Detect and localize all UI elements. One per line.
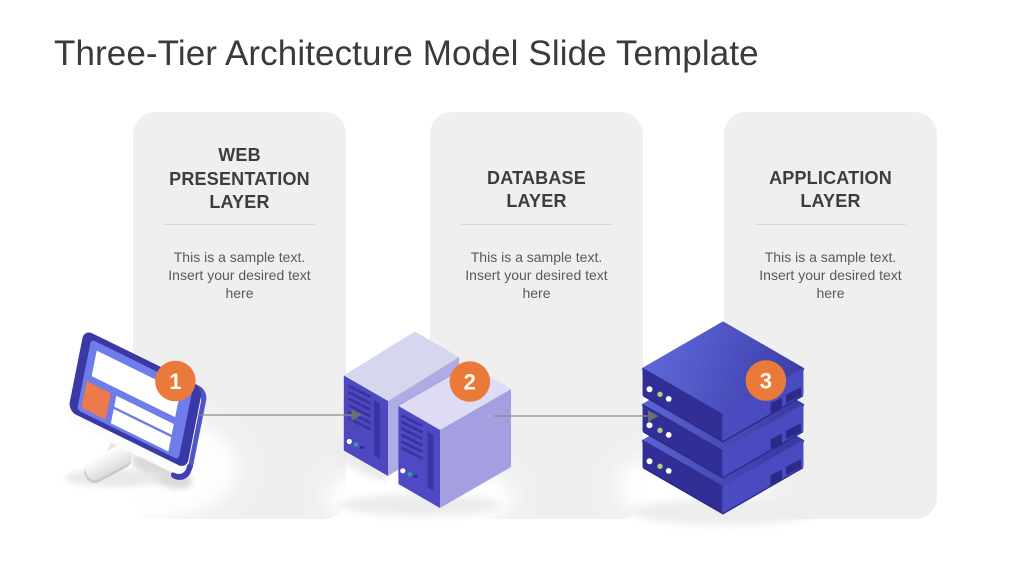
svg-text:3: 3 bbox=[760, 368, 772, 393]
svg-text:1: 1 bbox=[169, 369, 181, 394]
svg-text:2: 2 bbox=[464, 369, 476, 394]
